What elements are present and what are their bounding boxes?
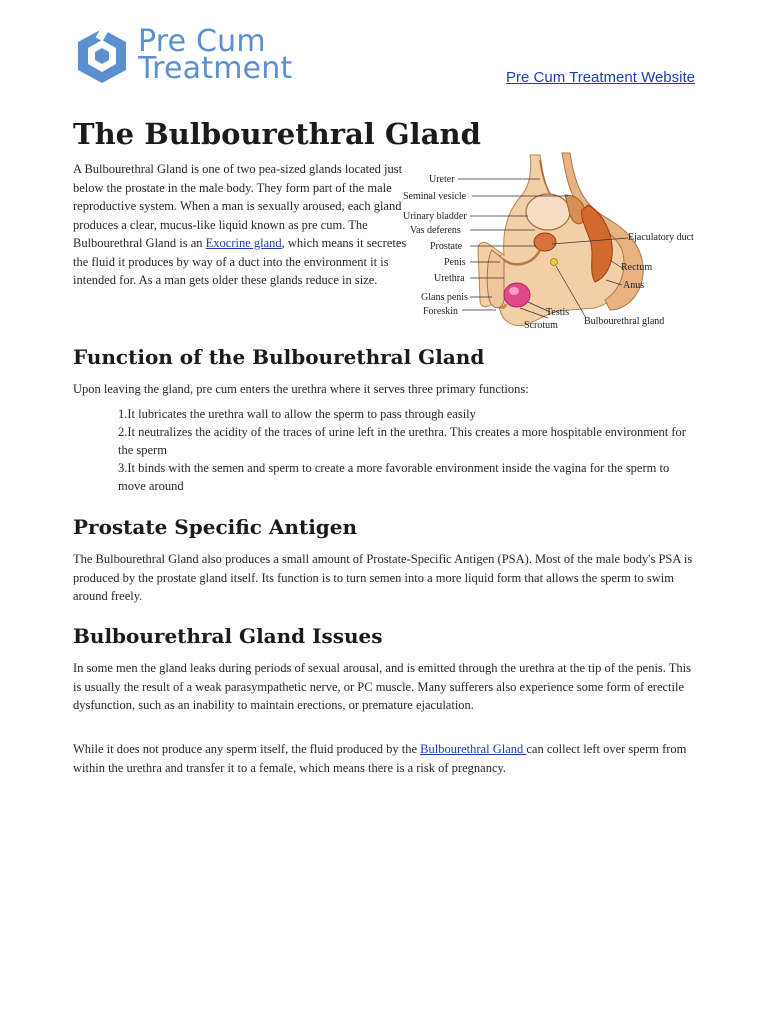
label-foreskin: Foreskin [423, 306, 458, 317]
hexagon-logo-icon [78, 26, 126, 83]
label-glans-penis: Glans penis [421, 292, 468, 303]
logo-line-1: Pre Cum [138, 24, 266, 59]
label-anus: Anus [623, 280, 645, 291]
site-logo[interactable]: Pre Cum Treatment [74, 26, 304, 90]
function-list: 1.It lubricates the urethra wall to allo… [118, 405, 693, 495]
issues-heading: Bulbourethral Gland Issues [73, 624, 383, 648]
label-ejaculatory-duct: Ejaculatory duct [628, 232, 694, 243]
issues-paragraph-1: In some men the gland leaks during perio… [73, 661, 692, 712]
label-vas-deferens: Vas deferens [410, 225, 461, 236]
issues-p2-after: can collect left over sperm from within … [73, 742, 687, 775]
exocrine-gland-link[interactable]: Exocrine gland [205, 236, 282, 250]
label-scrotum: Scrotum [524, 320, 558, 331]
label-rectum: Rectum [621, 262, 653, 273]
label-prostate: Prostate [430, 241, 463, 252]
issues-p2-before: While it does not produce any sperm itse… [73, 742, 421, 756]
psa-paragraph: The Bulbourethral Gland also produces a … [73, 552, 693, 603]
function-intro: Upon leaving the gland, pre cum enters t… [73, 382, 529, 396]
list-item: 3.It binds with the semen and sperm to c… [118, 461, 670, 493]
issues-paragraph-2: While it does not produce any sperm itse… [73, 740, 693, 777]
intro-text-before: A Bulbourethral Gland is one of two pea-… [73, 162, 403, 250]
label-seminal-vesicle: Seminal vesicle [403, 191, 467, 202]
label-bulbourethral-gland: Bulbourethral gland [584, 316, 665, 327]
page-title: The Bulbourethral Gland [73, 117, 481, 151]
bulbourethral-gland-link[interactable]: Bulbourethral Gland [420, 742, 527, 756]
psa-heading: Prostate Specific Antigen [73, 515, 358, 539]
label-urinary-bladder: Urinary bladder [403, 211, 467, 222]
label-ureter: Ureter [429, 174, 455, 185]
anatomy-diagram: Ureter Seminal vesicle Urinary bladder V… [400, 150, 696, 335]
list-item: 2.It neutralizes the acidity of the trac… [118, 425, 686, 457]
label-penis: Penis [444, 257, 466, 268]
intro-paragraph: A Bulbourethral Gland is one of two pea-… [73, 160, 408, 290]
label-testis: Testis [546, 307, 570, 318]
website-link[interactable]: Pre Cum Treatment Website [506, 69, 695, 86]
function-heading: Function of the Bulbourethral Gland [73, 345, 485, 369]
logo-line-2: Treatment [138, 51, 293, 86]
list-item: 1.It lubricates the urethra wall to allo… [118, 407, 476, 421]
anatomy-illustration [458, 152, 644, 327]
label-urethra: Urethra [434, 273, 465, 284]
intro-text-after: , which means it secretes the fluid it p… [73, 236, 407, 287]
